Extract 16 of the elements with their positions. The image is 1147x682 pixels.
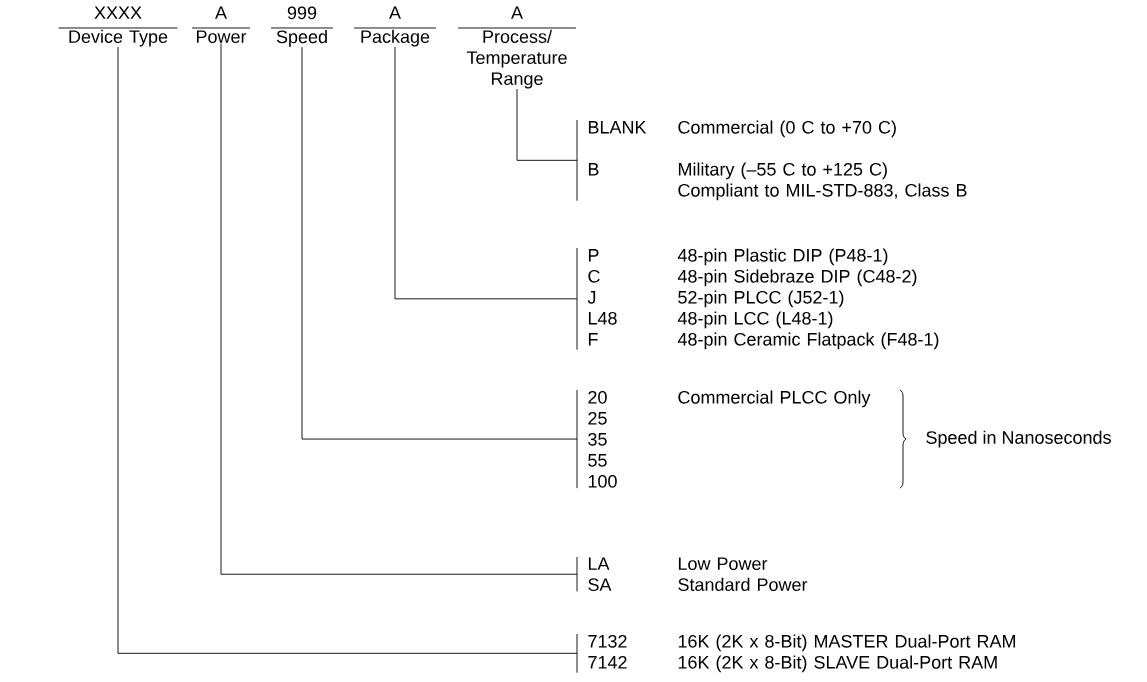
option-list: P 48-pin Plastic DIP (P48-1) C 48-pin Sidebraze DIP (C48-2) J 52-pin PLCC (J52-1) L48 48-pin LCC (L48-1) F 48-pin Ceramic Flatpack (F48-1) [576, 247, 939, 351]
option-list: 7132 16K (2K x 8-Bit) MASTER Dual-Port RAM 7142 16K (2K x 8-Bit) SLAVE Dual-Port RAM [576, 633, 1015, 674]
connector-line [117, 46, 578, 654]
code-field: A Process/Temperature Range [457, 6, 577, 89]
option-list: BLANK Commercial (0 C to +70 C) B Military (–55 C to +125 C) Compliant to MIL-STD-883, Class B [576, 119, 967, 202]
connector-line [220, 43, 578, 575]
code-field: A Package [353, 6, 437, 47]
code-field: A Power [191, 6, 251, 43]
connector-line [516, 88, 578, 161]
connector-line [301, 46, 578, 440]
option-list: 20 Commercial PLCC Only 25 35 55 100 [576, 389, 871, 489]
code-field: XXXX Device Type [58, 6, 178, 47]
option-list: LA Low Power SA Standard Power [576, 556, 808, 592]
beside-text: Speed in Nanoseconds [926, 430, 1111, 448]
code-field: 999 Speed [270, 6, 334, 47]
connector-line [394, 46, 578, 300]
